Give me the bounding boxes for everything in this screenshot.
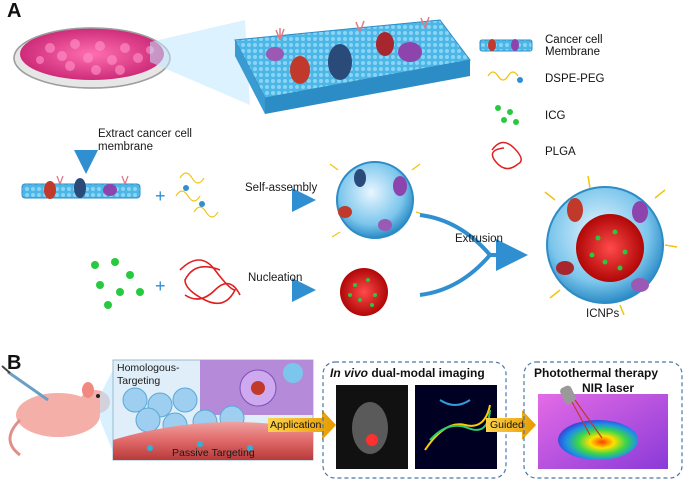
membrane-vesicle	[329, 161, 426, 239]
mouse-illustration	[1, 365, 110, 457]
legend-plga-icon	[491, 141, 522, 170]
nir-laser-label: NIR laser	[582, 381, 635, 395]
dspe-peg-cluster	[175, 172, 219, 218]
therapy-title: Photothermal therapy	[534, 366, 659, 380]
legend-dspe-peg-label: DSPE-PEG	[545, 73, 605, 85]
legend-icg-icon	[495, 105, 519, 125]
therapy-box	[523, 361, 683, 479]
imaging-mouse-silhouette	[352, 402, 388, 454]
step-extrusion-label: Extrusion	[455, 233, 503, 245]
membrane-slab	[234, 16, 471, 114]
icnp-particle	[544, 175, 678, 316]
guided-label: Guided	[490, 419, 524, 431]
application-arrow[interactable]	[268, 410, 336, 440]
zoom-beam	[150, 20, 250, 105]
plga-core	[340, 268, 388, 316]
petri-dish	[13, 27, 171, 89]
imaging-title-italic: In vivo	[330, 366, 369, 380]
legend-dspe-peg-icon	[487, 71, 523, 83]
imaging-title-rest: dual-modal imaging	[368, 366, 485, 380]
legend-icg-label: ICG	[545, 110, 566, 122]
legend-plga-label: PLGA	[545, 146, 576, 158]
icg-dots	[91, 258, 144, 309]
legend-membrane-icon	[479, 39, 533, 52]
imaging-box	[322, 361, 507, 479]
imaging-title: In vivo dual-modal imaging	[330, 366, 485, 380]
passive-targeting-label: Passive Targeting	[172, 447, 255, 459]
laser-device-icon	[560, 385, 603, 439]
panel-label-b: B	[7, 352, 22, 374]
icnps-label: ICNPs	[586, 308, 620, 320]
step-self-assembly-label: Self-assembly	[245, 182, 318, 194]
plga-tangle	[179, 259, 241, 305]
application-label: Application	[270, 419, 322, 431]
thermal-hotspot	[558, 420, 638, 460]
step-nucleation-label: Nucleation	[248, 272, 303, 284]
targeting-panel	[112, 359, 314, 461]
extrusion-arrow	[419, 213, 528, 297]
plus-sign-2: +	[155, 276, 166, 296]
panel-label-a: A	[7, 0, 22, 22]
membrane-strip	[21, 175, 141, 199]
plus-sign-1: +	[155, 186, 166, 206]
homologous-targeting-label: Homologous-Targeting	[117, 362, 180, 387]
imaging-tumor-signal	[366, 434, 378, 446]
mouse-zoom-beam	[100, 370, 113, 452]
